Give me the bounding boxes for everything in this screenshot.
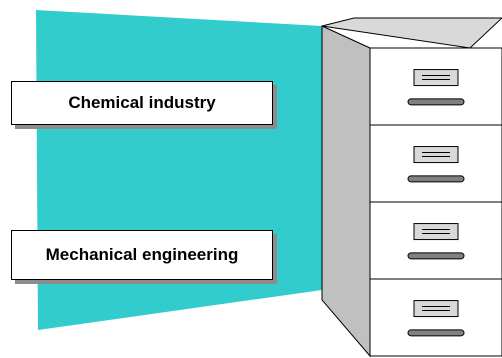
cabinet-side <box>321 25 371 358</box>
drawer-handle <box>407 175 465 183</box>
drawer-label-plate <box>413 69 459 87</box>
filing-cabinet-icon <box>321 17 502 358</box>
cabinet-top <box>321 17 502 49</box>
label-chemical-industry: Chemical industry <box>11 81 273 125</box>
drawer-label-plate <box>413 146 459 164</box>
drawer-handle <box>407 98 465 106</box>
projection-beam <box>36 10 322 330</box>
cabinet-drawers <box>370 69 502 337</box>
label-mechanical-engineering: Mechanical engineering <box>11 230 273 280</box>
drawer-handle <box>407 329 465 337</box>
drawer-label-plate <box>413 300 459 318</box>
drawer-handle <box>407 252 465 260</box>
drawer-label-plate <box>413 223 459 241</box>
